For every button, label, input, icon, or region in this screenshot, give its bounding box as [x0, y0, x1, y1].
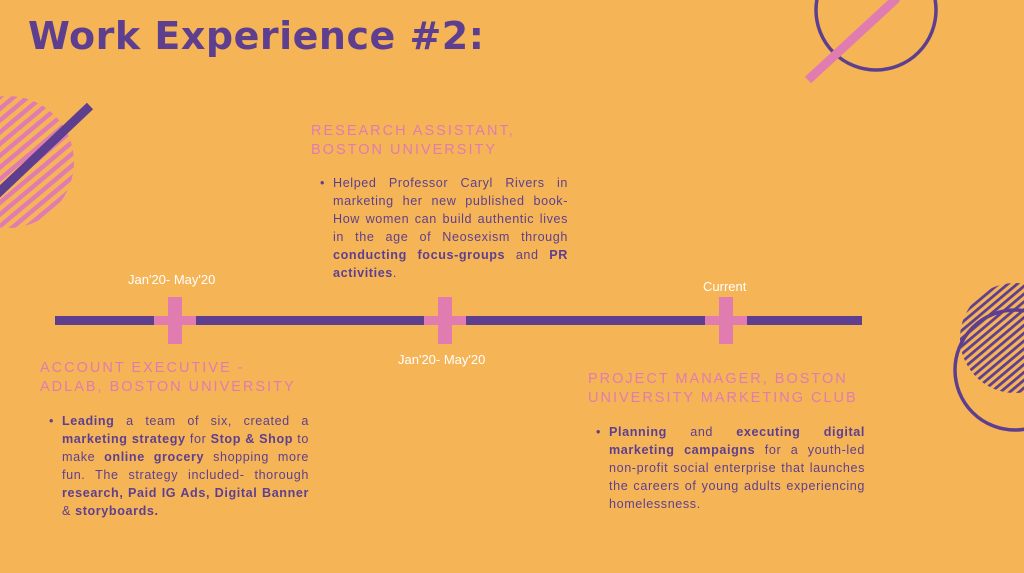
role-line: ADLAB, BOSTON UNIVERSITY — [40, 379, 296, 395]
role-research-assistant: RESEARCH ASSISTANT, BOSTON UNIVERSITY — [311, 122, 515, 160]
role-line: ACCOUNT EXECUTIVE - — [40, 360, 245, 376]
role-account-executive: ACCOUNT EXECUTIVE - ADLAB, BOSTON UNIVER… — [40, 359, 296, 397]
timeline — [55, 297, 862, 344]
timeline-date-2: Jan'20- May'20 — [398, 352, 486, 367]
description-research-assistant: • Helped Professor Caryl Rivers in marke… — [320, 176, 568, 280]
description-project-manager: • Planning and executing digital marketi… — [596, 425, 865, 511]
striped-circle-right — [953, 283, 1024, 432]
role-line: UNIVERSITY MARKETING CLUB — [588, 390, 858, 406]
ring-top-right — [804, 0, 938, 84]
bullet: • — [49, 414, 55, 428]
role-line: PROJECT MANAGER, BOSTON — [588, 371, 848, 387]
role-project-manager: PROJECT MANAGER, BOSTON UNIVERSITY MARKE… — [588, 370, 858, 408]
timeline-marker-3 — [705, 297, 747, 344]
page-title: Work Experience #2: — [28, 14, 485, 58]
timeline-marker-1 — [154, 297, 196, 344]
bullet: • — [596, 425, 602, 439]
timeline-date-3: Current — [703, 279, 747, 294]
timeline-date-1: Jan'20- May'20 — [128, 272, 216, 287]
description-account-executive: • Leading a team of six, created a marke… — [49, 414, 309, 518]
striped-circle-left — [0, 96, 94, 228]
timeline-marker-2 — [424, 297, 466, 344]
role-line: BOSTON UNIVERSITY — [311, 142, 498, 158]
role-line: RESEARCH ASSISTANT, — [311, 123, 515, 139]
bullet: • — [320, 176, 326, 190]
